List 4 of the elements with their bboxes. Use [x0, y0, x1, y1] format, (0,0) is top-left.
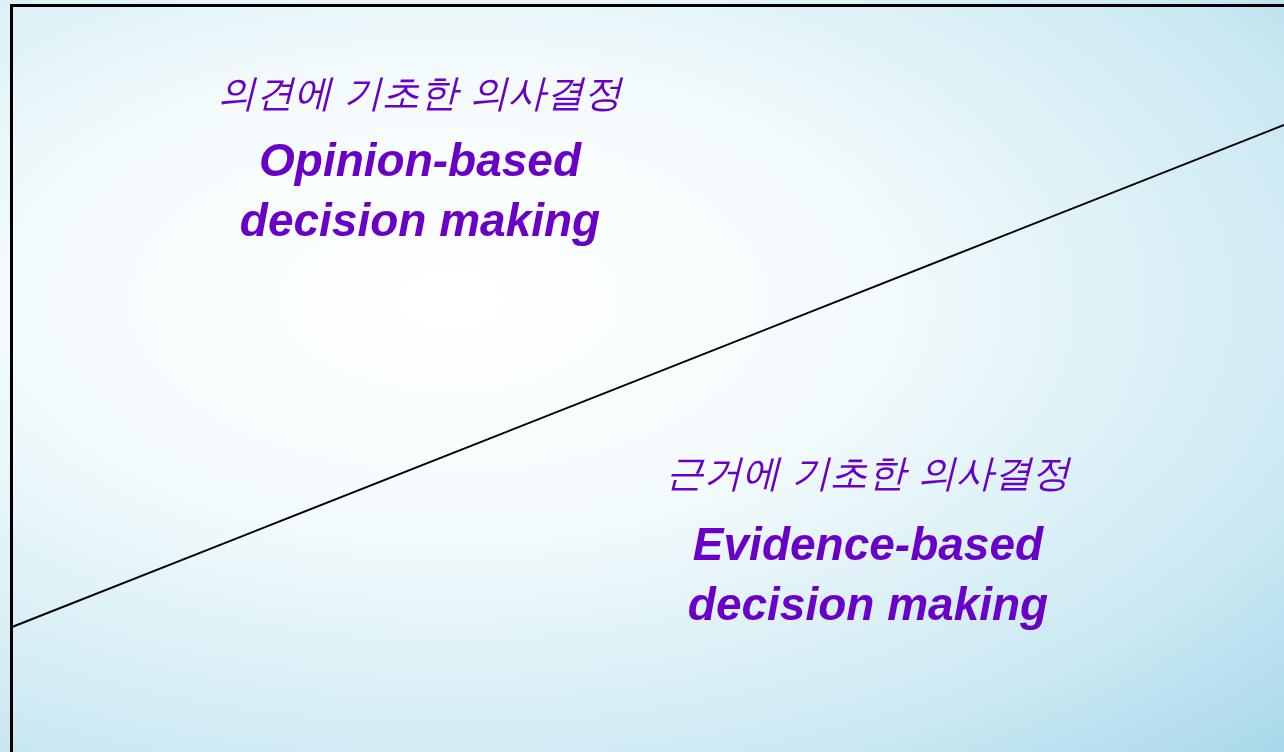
region-heading: 의견에 기초한 의사결정: [218, 70, 623, 117]
region-title: Opinion-based decision making: [238, 133, 602, 248]
region-title: Evidence-based decision making: [686, 517, 1050, 632]
region-heading: 근거에 기초한 의사결정: [666, 450, 1071, 497]
